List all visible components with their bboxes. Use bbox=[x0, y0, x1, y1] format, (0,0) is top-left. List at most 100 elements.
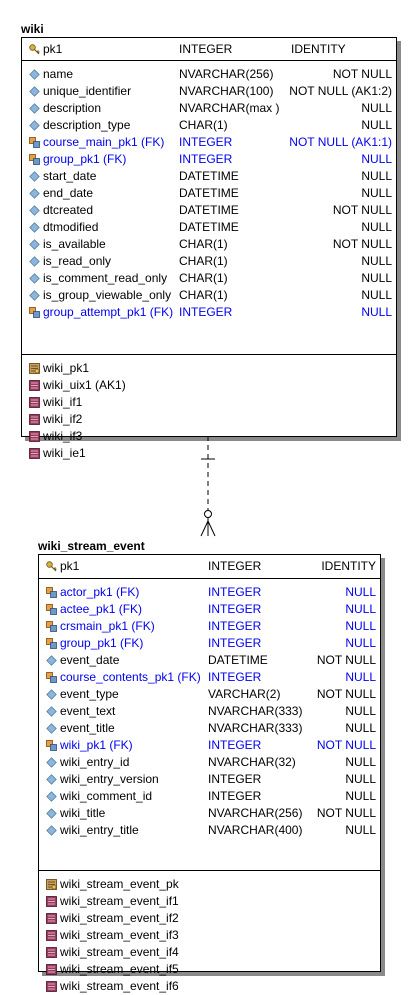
pk-index-icon bbox=[46, 879, 57, 890]
column-name: crsmain_pk1 (FK) bbox=[60, 619, 155, 633]
index-icon bbox=[46, 930, 57, 941]
column-name: wiki_comment_id bbox=[60, 789, 153, 803]
index-name: wiki_stream_event_if1 bbox=[60, 894, 179, 908]
column-nullability: NOT NULL bbox=[316, 653, 376, 667]
column-type: CHAR(1) bbox=[179, 118, 228, 132]
key-icon bbox=[46, 561, 57, 572]
column-icon bbox=[29, 205, 40, 216]
column-nullability: NOT NULL bbox=[332, 67, 392, 81]
column-nullability: NULL bbox=[345, 789, 376, 803]
fk-column-icon bbox=[46, 638, 57, 649]
column-type: NVARCHAR(max ) bbox=[179, 101, 280, 115]
column-type: NVARCHAR(333) bbox=[208, 721, 303, 735]
index-name: wiki_stream_event_if4 bbox=[60, 945, 179, 959]
index-row[interactable]: wiki_stream_event_if4 bbox=[39, 944, 380, 961]
fk-column-icon bbox=[46, 740, 57, 751]
column-nullability: NOT NULL bbox=[316, 806, 376, 820]
index-row[interactable]: wiki_stream_event_if3 bbox=[39, 927, 380, 944]
index-row[interactable]: wiki_stream_event_if1 bbox=[39, 893, 380, 910]
column-name: event_text bbox=[60, 704, 116, 718]
column-name: group_pk1 (FK) bbox=[43, 152, 127, 166]
column-type: CHAR(1) bbox=[179, 237, 228, 251]
index-icon bbox=[29, 448, 40, 459]
column-nullability: NULL bbox=[345, 585, 376, 599]
index-row[interactable]: wiki_pk1 bbox=[22, 360, 396, 377]
index-row[interactable]: wiki_if3 bbox=[22, 428, 396, 445]
index-name: wiki_stream_event_if6 bbox=[60, 979, 179, 993]
column-row[interactable]: group_pk1 (FK) INTEGER NULL bbox=[39, 635, 380, 652]
column-name: wiki_pk1 (FK) bbox=[60, 738, 133, 752]
index-row[interactable]: wiki_stream_event_pk bbox=[39, 876, 380, 893]
column-icon bbox=[46, 689, 57, 700]
index-row[interactable]: wiki_if2 bbox=[22, 411, 396, 428]
index-row[interactable]: wiki_stream_event_if2 bbox=[39, 910, 380, 927]
index-row[interactable]: wiki_if1 bbox=[22, 394, 396, 411]
index-name: wiki_stream_event_pk bbox=[60, 877, 179, 891]
index-row[interactable]: wiki_ie1 bbox=[22, 445, 396, 462]
column-name: group_pk1 (FK) bbox=[60, 636, 144, 650]
column-icon bbox=[29, 120, 40, 131]
column-name: is_available bbox=[43, 237, 106, 251]
column-icon bbox=[29, 290, 40, 301]
index-row[interactable]: wiki_stream_event_if6 bbox=[39, 978, 380, 995]
crows-foot-many bbox=[200, 520, 216, 537]
column-name: wiki_title bbox=[60, 806, 106, 820]
column-name: group_attempt_pk1 (FK) bbox=[43, 305, 174, 319]
column-nullability: NULL bbox=[361, 271, 392, 285]
index-icon bbox=[46, 981, 57, 992]
fk-column-icon bbox=[46, 604, 57, 615]
zero-cardinality-circle bbox=[204, 510, 212, 518]
column-nullability: NULL bbox=[345, 823, 376, 837]
column-name: course_contents_pk1 (FK) bbox=[60, 670, 201, 684]
column-name: description_type bbox=[43, 118, 131, 132]
column-type: DATETIME bbox=[179, 186, 239, 200]
column-nullability: NOT NULL (AK1:1) bbox=[289, 135, 392, 149]
column-type: NVARCHAR(400) bbox=[208, 823, 303, 837]
column-icon bbox=[46, 723, 57, 734]
column-icon bbox=[46, 757, 57, 768]
column-nullability: NULL bbox=[345, 670, 376, 684]
column-nullability: NULL bbox=[345, 636, 376, 650]
column-name: pk1 bbox=[60, 559, 80, 573]
index-row[interactable]: wiki_stream_event_if5 bbox=[39, 961, 380, 978]
column-name: description bbox=[43, 101, 102, 115]
column-name: start_date bbox=[43, 169, 97, 183]
index-row[interactable]: wiki_uix1 (AK1) bbox=[22, 377, 396, 394]
fk-column-icon bbox=[29, 154, 40, 165]
column-type: INTEGER bbox=[208, 636, 262, 650]
